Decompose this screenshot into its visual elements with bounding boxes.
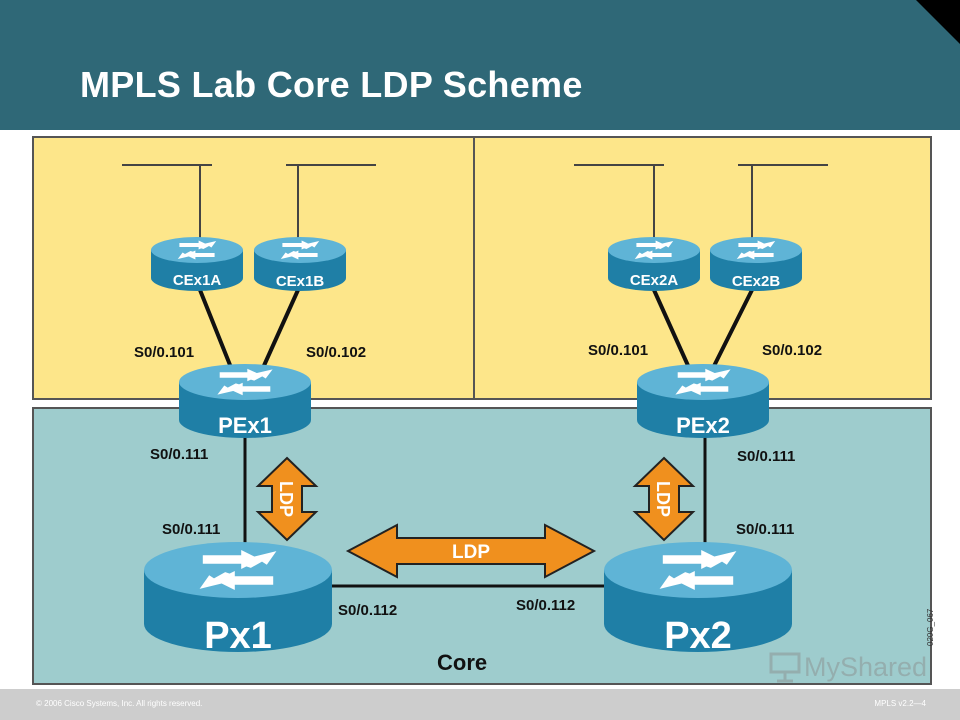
interface-label-px1-up: S0/0.111 [162,521,220,538]
serial-links [198,289,754,371]
router-label: CEx2B [732,273,781,290]
ldp-label: LDP [653,481,673,517]
header-corner-decoration [916,0,960,44]
router-label: PEx2 [676,413,730,438]
interface-label-pex1-cex1b: S0/0.102 [306,344,366,361]
watermark: MyShared [768,650,928,684]
core-zone-label: Core [437,650,487,675]
router-px2[interactable]: Px2 [604,542,792,657]
router-label: Px2 [664,615,732,657]
presentation-icon [769,652,801,683]
interface-label-pex1-cex1a: S0/0.101 [134,344,194,361]
ldp-label: LDP [452,542,490,563]
slide-title: MPLS Lab Core LDP Scheme [80,64,583,105]
link-cex2a-pex2 [652,289,692,371]
interface-label-pex2-cex2a: S0/0.101 [588,342,648,359]
interface-label-pex1-down: S0/0.111 [150,446,208,463]
router-cex1a[interactable]: CEx1A [151,237,243,291]
link-cex2b-pex2 [710,289,754,371]
router-px1[interactable]: Px1 [144,542,332,657]
ldp-label: LDP [276,481,296,517]
copyright-text: © 2006 Cisco Systems, Inc. All rights re… [36,699,203,708]
router-label: CEx1A [173,272,222,289]
ldp-arrow-center: LDP [345,523,597,579]
interface-label-pex2-cex2b: S0/0.102 [762,342,822,359]
interface-label-px2-up: S0/0.111 [736,521,794,538]
lan-segments [122,164,828,240]
slide-footer: © 2006 Cisco Systems, Inc. All rights re… [0,689,960,720]
router-cex2b[interactable]: CEx2B [710,237,802,291]
core-links [243,435,707,588]
interface-label-px1-right: S0/0.112 [338,602,397,619]
interface-label-pex2-down: S0/0.111 [737,448,795,465]
router-pex1[interactable]: PEx1 [179,364,311,438]
router-label: PEx1 [218,413,272,438]
figure-id: 020G_067 [926,608,935,646]
router-label: CEx1B [276,273,325,290]
router-label: Px1 [204,615,272,657]
slide-header: MPLS Lab Core LDP Scheme [0,0,960,130]
router-cex2a[interactable]: CEx2A [608,237,700,291]
ldp-arrow-left: LDP [255,456,319,542]
router-pex2[interactable]: PEx2 [637,364,769,438]
ldp-arrow-right: LDP [632,456,696,542]
router-cex1b[interactable]: CEx1B [254,237,346,291]
link-cex1a-pex1 [198,289,234,371]
watermark-text: MyShared [804,652,928,682]
router-label: CEx2A [630,272,679,289]
interface-label-px2-left: S0/0.112 [516,597,575,614]
course-version: MPLS v2.2—4 [874,699,926,708]
link-cex1b-pex1 [260,289,300,371]
